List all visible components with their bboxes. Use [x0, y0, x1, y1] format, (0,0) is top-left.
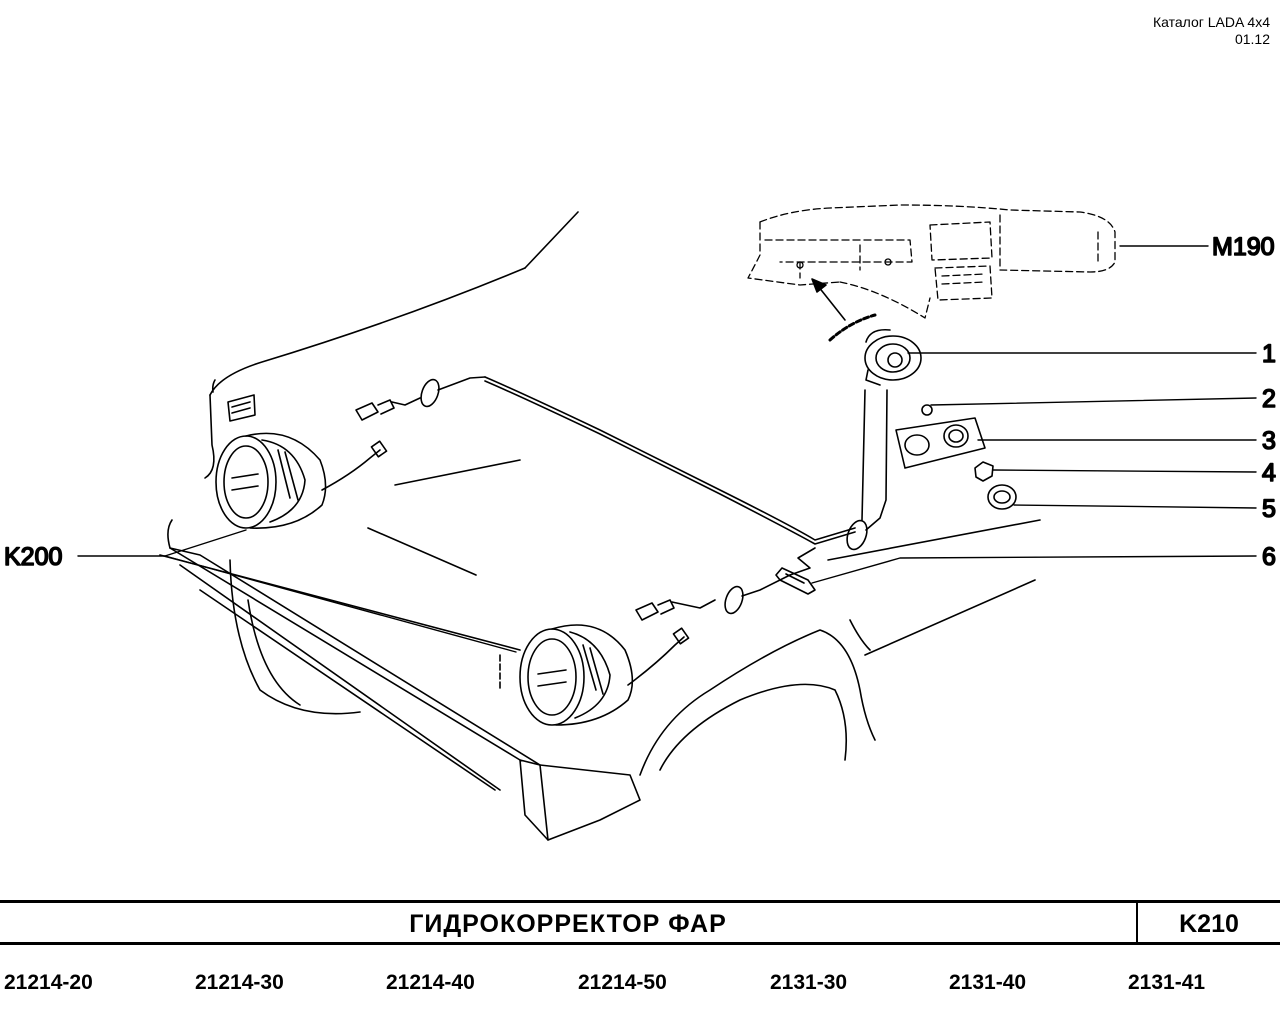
dashboard-sketch: [747, 204, 1116, 319]
title-block: ГИДРОКОРРЕКТОР ФАР K210: [0, 900, 1280, 945]
leader-lines: [77, 245, 1257, 653]
callout-4: 4: [1262, 459, 1276, 487]
callout-1: 1: [1262, 340, 1276, 368]
part-nut: [974, 461, 994, 482]
car-body-outline: [159, 211, 1041, 841]
model-code: 21214-40: [386, 971, 475, 994]
hydraulic-line: [355, 376, 888, 621]
mounting-direction-arrow: [811, 278, 877, 342]
model-list: 21214-20 21214-30 21214-40 21214-50 2131…: [0, 968, 1280, 1002]
leader-5: [1013, 504, 1257, 509]
callout-k200: K200: [4, 543, 62, 571]
leader-k200-lower: [164, 555, 517, 653]
leader-4: [992, 469, 1257, 473]
dashboard-switch-hole: [884, 258, 892, 266]
headlight-left: [215, 432, 388, 529]
title-divider: [1136, 903, 1138, 942]
model-code: 2131-30: [770, 971, 848, 994]
callout-5: 5: [1262, 495, 1276, 523]
catalog-header: Каталог LADA 4x4 01.12: [1153, 14, 1270, 48]
diagram-title: ГИДРОКОРРЕКТОР ФАР: [409, 910, 727, 938]
leader-6: [811, 555, 1257, 584]
callout-m190: M190: [1212, 233, 1275, 261]
dashboard-switch-hole: [796, 261, 804, 269]
catalog-name: Каталог LADA 4x4: [1152, 14, 1270, 30]
part-clip: [775, 567, 816, 595]
callout-3: 3: [1262, 427, 1276, 455]
leader-k200-upper: [164, 529, 247, 557]
model-code: 2131-41: [1128, 971, 1206, 994]
callout-6: 6: [1262, 543, 1276, 571]
diagram-code: K210: [1179, 910, 1239, 938]
master-cylinder: [864, 328, 922, 386]
part-bracket: [895, 417, 986, 469]
model-code: 21214-20: [4, 971, 93, 994]
part-washer: [921, 404, 933, 416]
exploded-parts-diagram: M190 1 2 3 4 5 6 K200: [3, 204, 1277, 841]
leader-2: [930, 397, 1257, 406]
part-knob: [987, 484, 1017, 510]
headlight-right: [499, 624, 690, 726]
model-code: 21214-50: [578, 971, 667, 994]
catalog-date: 01.12: [1234, 31, 1270, 47]
model-code: 2131-40: [949, 971, 1027, 994]
callout-2: 2: [1262, 385, 1276, 413]
model-code: 21214-30: [195, 971, 284, 994]
